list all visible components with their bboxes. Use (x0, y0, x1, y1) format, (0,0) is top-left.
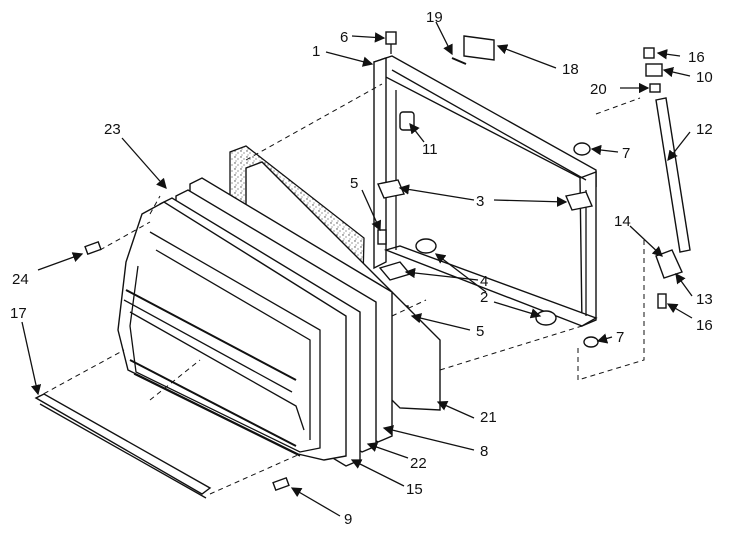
callout-5-lower: 5 (476, 323, 484, 340)
plate-18 (463, 35, 495, 61)
callout-23: 23 (104, 121, 121, 138)
screw-16-top (643, 47, 655, 59)
hinge-10 (645, 63, 663, 77)
callout-19: 19 (426, 9, 443, 26)
bracket-4 (378, 261, 412, 281)
leader-lines (21, 21, 693, 517)
callout-6: 6 (340, 29, 348, 46)
callout-14: 14 (614, 213, 631, 230)
screw-6 (385, 31, 397, 54)
screw-5-upper (377, 229, 387, 245)
callout-10: 10 (696, 69, 713, 86)
screw-24 (84, 240, 102, 256)
callout-7-bottom: 7 (616, 329, 624, 346)
callout-11: 11 (422, 141, 438, 158)
door-liner (117, 201, 347, 461)
screw-9 (272, 476, 290, 492)
callout-16-bottom: 16 (696, 317, 713, 334)
callout-16-top: 16 (688, 49, 705, 66)
hinge-bracket-right (565, 191, 593, 211)
callout-8: 8 (480, 443, 488, 460)
callout-17: 17 (10, 305, 27, 322)
callout-1: 1 (312, 43, 320, 60)
callout-4: 4 (480, 273, 488, 290)
callout-21: 21 (480, 409, 497, 426)
bushing-2a (415, 238, 437, 254)
callout-13: 13 (696, 291, 713, 308)
callout-18: 18 (562, 61, 579, 78)
callout-2: 2 (480, 289, 488, 306)
screw-16-bottom (657, 293, 667, 309)
hinge-13 (655, 249, 683, 279)
clip-19 (451, 57, 467, 65)
callout-15: 15 (406, 481, 423, 498)
callout-22: 22 (410, 455, 427, 472)
bushing-2b (535, 310, 557, 326)
callout-3: 3 (476, 193, 484, 210)
callout-12: 12 (696, 121, 713, 138)
callout-20: 20 (590, 81, 607, 98)
cap-7-bottom (583, 336, 599, 348)
callout-9: 9 (344, 511, 352, 528)
callout-5-upper: 5 (350, 175, 358, 192)
callout-24: 24 (12, 271, 29, 288)
door-bar-17 (34, 393, 212, 499)
cap-7-top (573, 142, 591, 156)
pin-20 (649, 83, 661, 93)
callout-7-top: 7 (622, 145, 630, 162)
strip-12 (655, 97, 691, 253)
door-frame (373, 55, 598, 328)
